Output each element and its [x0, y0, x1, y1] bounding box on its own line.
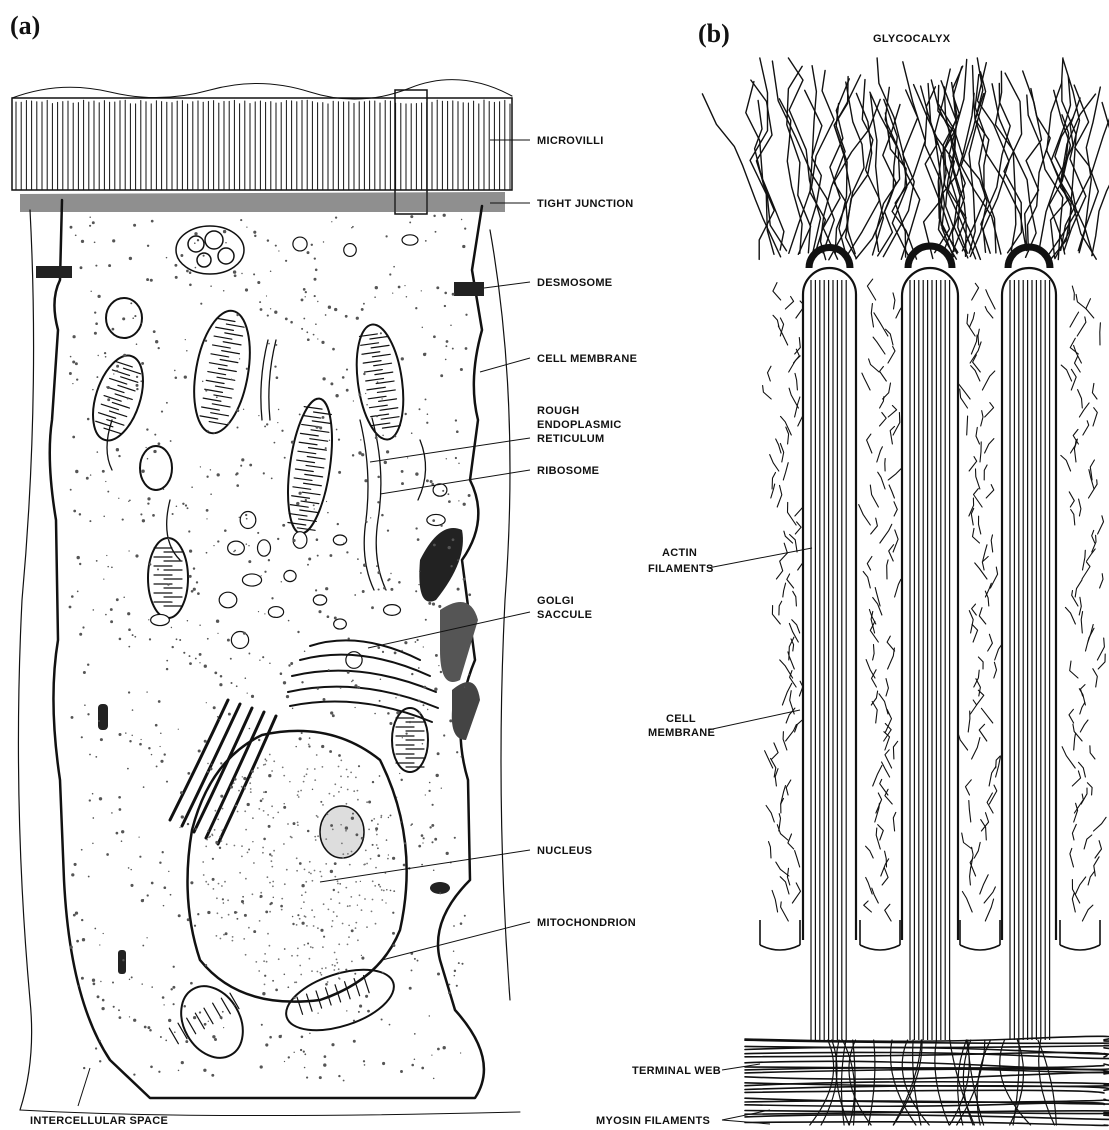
label-cell-membrane: CELL MEMBRANE: [537, 353, 637, 365]
label-terminal-web: TERMINAL WEB: [632, 1065, 721, 1077]
label-nucleus: NUCLEUS: [537, 845, 592, 857]
label-golgi-line1: GOLGI: [537, 595, 574, 607]
rough-er-stack: [170, 700, 276, 844]
desmosome: [36, 266, 484, 296]
label-rough-er-line1: ROUGH: [537, 405, 579, 417]
nucleus: [188, 731, 407, 1002]
label-rough-er-line3: RETICULUM: [537, 433, 604, 445]
vesicle-cluster: [176, 226, 244, 274]
label-intercellular-space: INTERCELLULAR SPACE: [30, 1115, 168, 1127]
panel-a-letter: (a): [10, 11, 40, 40]
label-mitochondrion: MITOCHONDRION: [537, 917, 636, 929]
label-golgi-line2: SACCULE: [537, 609, 592, 621]
label-actin-line2: FILAMENTS: [648, 563, 714, 575]
label-actin-line1: ACTIN: [662, 547, 697, 559]
microvillus-columns: [760, 246, 1100, 1040]
mitochondria: [83, 298, 428, 1069]
label-ribosome: RIBOSOME: [537, 465, 599, 477]
panel-b-letter: (b): [698, 19, 730, 48]
label-cell-membrane-b-line1: CELL: [666, 713, 696, 725]
label-glycocalyx: GLYCOCALYX: [873, 33, 951, 45]
tight-junction-band: [20, 192, 505, 212]
cytoplasm-stipple: [69, 214, 471, 1082]
label-microvilli: MICROVILLI: [537, 135, 604, 147]
label-cell-membrane-b-line2: MEMBRANE: [648, 727, 715, 739]
label-myosin-filaments: MYOSIN FILAMENTS: [596, 1115, 710, 1127]
label-rough-er-line2: ENDOPLASMIC: [537, 419, 622, 431]
terminal-web: [745, 1036, 1109, 1125]
label-tight-junction: TIGHT JUNCTION: [537, 198, 633, 210]
label-desmosome: DESMOSOME: [537, 277, 612, 289]
panel-b: (b) GLYCOCALYX ACTIN FILAMENTS CELL MEMB…: [596, 19, 1109, 1127]
panel-a: (a): [10, 11, 637, 1127]
